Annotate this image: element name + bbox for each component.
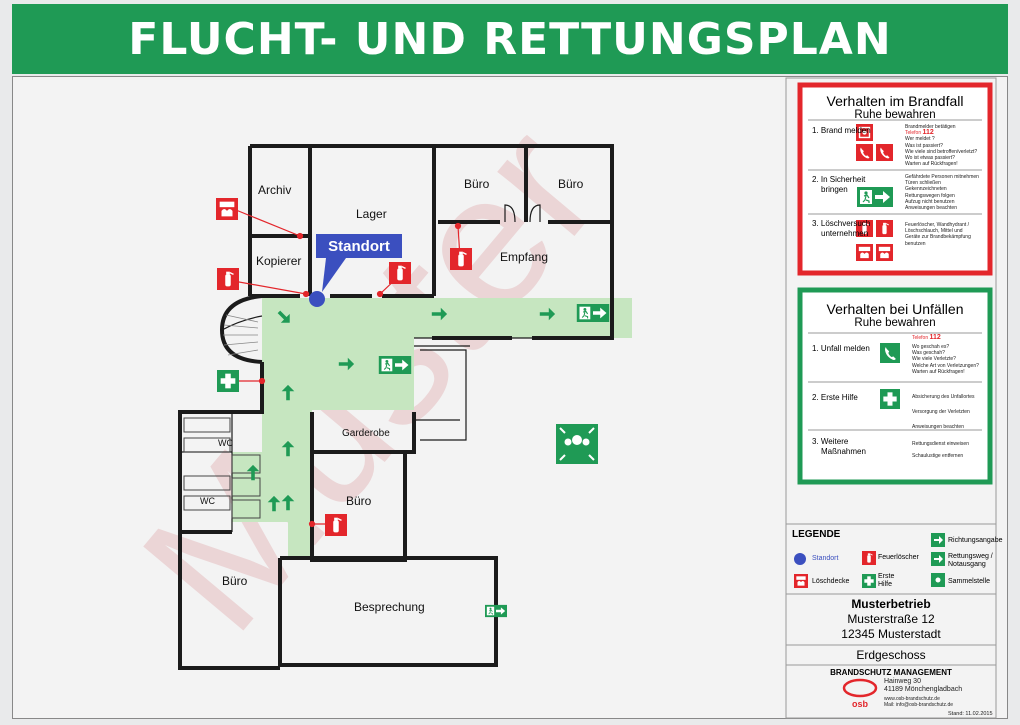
floor-label: Erdgeschoss <box>856 648 926 662</box>
standort-label: Standort <box>328 238 390 255</box>
room-garderobe: Garderobe <box>342 428 390 439</box>
legend-icons <box>794 533 945 588</box>
unfall-step1: 1. Unfall melden <box>812 344 870 353</box>
exit-sign-3 <box>485 604 507 618</box>
unfall-step2: 2. Erste Hilfe <box>812 393 858 402</box>
room-buero-1: Büro <box>464 177 490 191</box>
brandfall-title: Verhalten im Brandfall <box>826 93 964 109</box>
room-buero-3: Büro <box>346 494 372 508</box>
legend-feuerloescher: Feuerlöscher <box>878 554 919 561</box>
fire-blanket-icon <box>216 198 238 220</box>
fire-extinguisher-icon <box>325 514 347 536</box>
unfall-phone: Telefon 112 <box>912 334 941 341</box>
first-aid-icon <box>217 370 239 392</box>
exit-sign-1 <box>576 304 610 322</box>
assembly-point-icon <box>556 424 598 464</box>
room-archiv: Archiv <box>258 183 291 197</box>
legend-richtungsangabe: Richtungsangabe <box>948 537 1003 544</box>
svg-text:osb: osb <box>852 699 869 709</box>
legend-sammelstelle: Sammelstelle <box>948 578 991 585</box>
unfall-step1-text: Wo geschah es?Was geschah?Wie viele Verl… <box>912 344 979 375</box>
page-title: FLUCHT- UND RETTUNGSPLAN <box>128 13 892 65</box>
company-name: Musterbetrieb <box>851 597 931 611</box>
brandfall-step3-text: Feuerlöscher, Wandhydrant /Löschschlauch… <box>905 222 971 247</box>
brand-title: BRANDSCHUTZ MANAGEMENT <box>830 668 952 677</box>
room-lager: Lager <box>356 207 387 221</box>
stairs <box>223 314 259 356</box>
unfall-title: Verhalten bei Unfällen <box>826 301 964 317</box>
unfall-card <box>797 287 993 485</box>
brandfall-card <box>797 82 993 276</box>
fire-extinguisher-icon <box>217 268 239 290</box>
room-empfang: Empfang <box>500 250 548 264</box>
brandfall-subtitle: Ruhe bewahren <box>854 109 936 121</box>
unfall-subtitle: Ruhe bewahren <box>854 317 936 329</box>
osb-logo: osb <box>842 678 878 709</box>
legend-rettungsweg: Rettungsweg /Notausgang <box>948 553 993 568</box>
room-wc-1: WC <box>218 438 233 448</box>
fire-extinguisher-icon <box>450 248 472 270</box>
legend-title: LEGENDE <box>792 529 841 540</box>
company-street: Musterstraße 12 <box>847 612 935 626</box>
room-wc-2: WC <box>200 496 215 506</box>
room-kopierer: Kopierer <box>256 254 301 268</box>
title-banner: FLUCHT- UND RETTUNGSPLAN <box>12 4 1008 74</box>
room-besprechung: Besprechung <box>354 600 425 614</box>
brandfall-step1: 1. Brand melden <box>812 126 871 135</box>
fire-extinguisher-icon <box>389 262 411 284</box>
company-city: 12345 Musterstadt <box>841 627 941 641</box>
legend-standort: Standort <box>812 555 839 562</box>
stand-date: Stand: 11.02.2015 <box>948 711 993 717</box>
room-buero-4: Büro <box>222 574 248 588</box>
exit-sign-2 <box>378 356 412 374</box>
room-buero-2: Büro <box>558 177 584 191</box>
standort-marker: Standort <box>309 234 402 307</box>
brandfall-step1-text: Brandmelder betätigen Telefon 112 Wer me… <box>905 124 978 168</box>
legend-loeschdecke: Löschdecke <box>812 578 850 585</box>
